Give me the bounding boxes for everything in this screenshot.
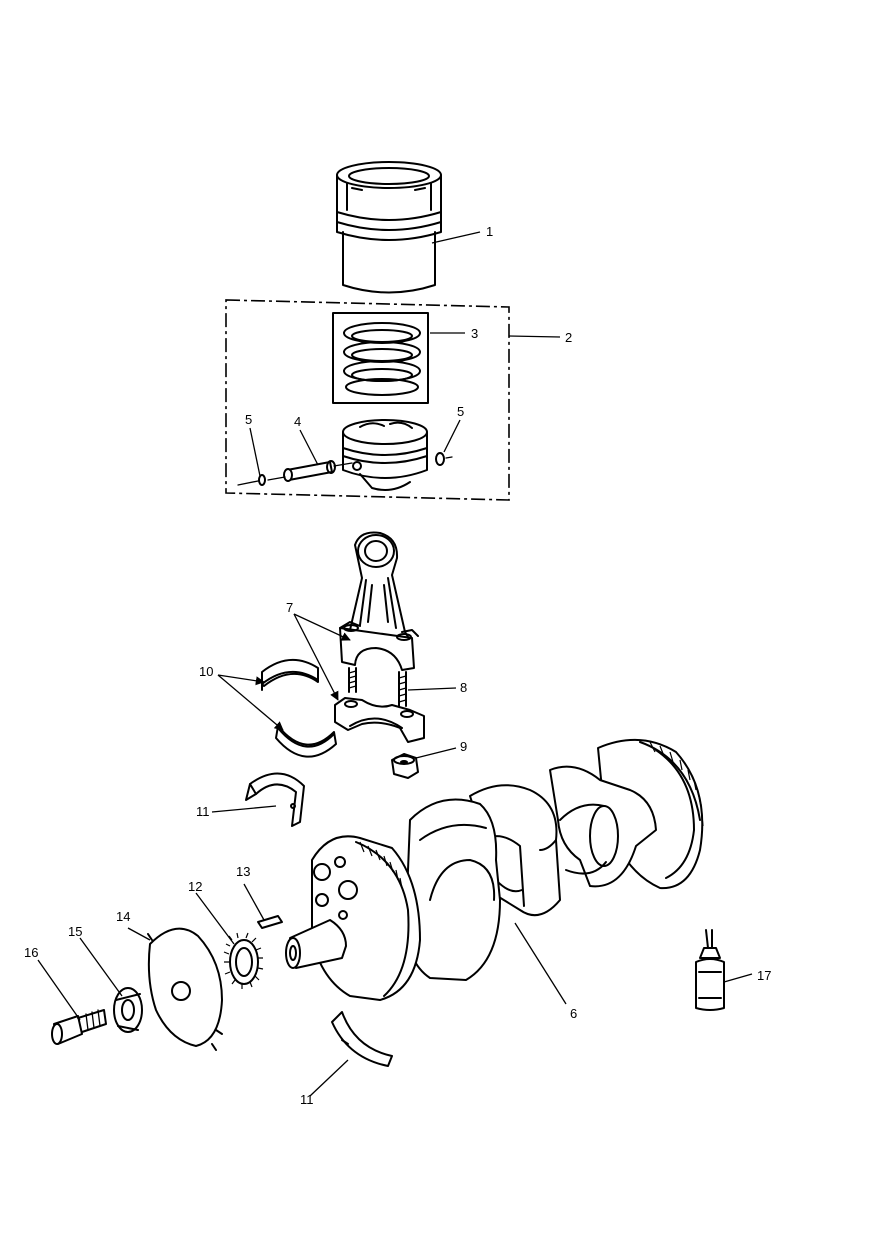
callout-1: 1 bbox=[486, 224, 493, 239]
callout-5-left: 5 bbox=[245, 412, 252, 427]
main-bearing-shell-lower bbox=[331, 1011, 393, 1067]
gudgeon-pin bbox=[237, 460, 353, 486]
callout-7: 7 bbox=[286, 600, 293, 615]
washer bbox=[113, 987, 143, 1033]
big-end-shell-lower bbox=[275, 725, 337, 758]
cylinder-liner bbox=[336, 161, 442, 294]
callout-5-right: 5 bbox=[457, 404, 464, 419]
callout-16: 16 bbox=[24, 945, 38, 960]
callout-15: 15 bbox=[68, 924, 82, 939]
leader-lines bbox=[37, 231, 753, 1097]
callout-4: 4 bbox=[294, 414, 301, 429]
callout-11-upper: 11 bbox=[196, 804, 210, 819]
circlip-right bbox=[435, 452, 453, 466]
callout-13: 13 bbox=[236, 864, 250, 879]
callout-labels: 1 2 3 4 5 5 7 8 10 9 11 13 12 14 15 16 1… bbox=[24, 224, 771, 1107]
callout-11-lower: 11 bbox=[300, 1092, 314, 1107]
callout-12: 12 bbox=[188, 879, 202, 894]
circlip-left bbox=[258, 474, 266, 486]
callout-6: 6 bbox=[570, 1006, 577, 1021]
big-end-shell-upper bbox=[261, 658, 319, 691]
callout-8: 8 bbox=[460, 680, 467, 695]
piston bbox=[342, 419, 428, 491]
callout-2: 2 bbox=[565, 330, 572, 345]
callout-3: 3 bbox=[471, 326, 478, 341]
conrod-nut bbox=[391, 753, 419, 779]
reluctor-plate bbox=[147, 927, 223, 1051]
callout-10: 10 bbox=[199, 664, 213, 679]
callout-17: 17 bbox=[757, 968, 771, 983]
piston-kit-boundary bbox=[225, 299, 510, 501]
callout-9: 9 bbox=[460, 739, 467, 754]
woodruff-key bbox=[257, 915, 283, 929]
main-bearing-shell-upper bbox=[245, 772, 305, 827]
timing-gear bbox=[223, 932, 264, 989]
connecting-rod bbox=[334, 531, 425, 743]
crankshaft bbox=[285, 739, 704, 1001]
piston-rings bbox=[332, 312, 429, 404]
crankshaft-bolt bbox=[51, 1009, 107, 1045]
threadlock-bottle bbox=[695, 929, 725, 1011]
callout-14: 14 bbox=[116, 909, 130, 924]
